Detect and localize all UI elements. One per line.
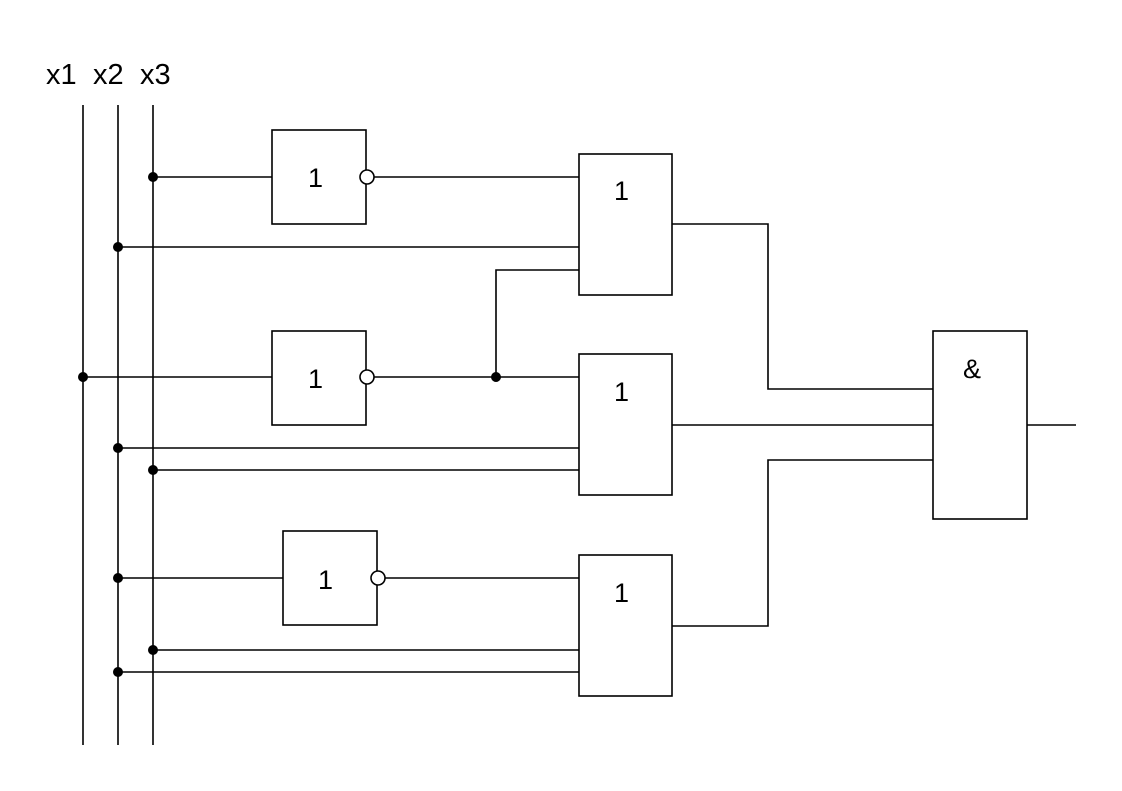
or-gate-top: 1 (578, 153, 673, 296)
or-gate-bottom-label: 1 (614, 578, 629, 608)
or-gate-mid: 1 (578, 353, 673, 496)
not-gate-mid-label: 1 (308, 364, 323, 394)
inverter-bubble-top (359, 169, 375, 185)
junction-dot-x3-top (148, 172, 158, 182)
input-label-x2: x2 (93, 59, 124, 91)
junction-dot-x1-mid (78, 372, 88, 382)
inverter-bubble-bottom (370, 570, 386, 586)
not-gate-bottom: 1 (282, 530, 386, 626)
or-gate-top-label: 1 (614, 176, 629, 206)
junction-dot-x2-mid (113, 443, 123, 453)
not-gate-bottom-label: 1 (318, 565, 333, 595)
and-gate-final-label: & (963, 354, 981, 384)
junction-dot-x3-bottom (148, 645, 158, 655)
input-label-x1: x1 (46, 59, 77, 91)
junction-dot-x2-bottom-2 (113, 667, 123, 677)
not-gate-mid: 1 (271, 330, 375, 426)
junction-dot-not-mid-branch (491, 372, 501, 382)
and-gate-final: & (932, 330, 1028, 520)
wire-or-bottom-to-and (672, 459, 933, 627)
inverter-bubble-mid (359, 369, 375, 385)
junction-dot-x2-top (113, 242, 123, 252)
junction-dot-x2-bottom (113, 573, 123, 583)
input-label-x3: x3 (140, 59, 171, 91)
or-gate-bottom: 1 (578, 554, 673, 697)
not-gate-top: 1 (271, 129, 375, 225)
wire-or-top-to-and (672, 223, 933, 390)
or-gate-mid-label: 1 (614, 377, 629, 407)
wire-not-mid-branch-to-or-top (495, 269, 579, 377)
junction-dot-x3-mid (148, 465, 158, 475)
not-gate-top-label: 1 (308, 163, 323, 193)
